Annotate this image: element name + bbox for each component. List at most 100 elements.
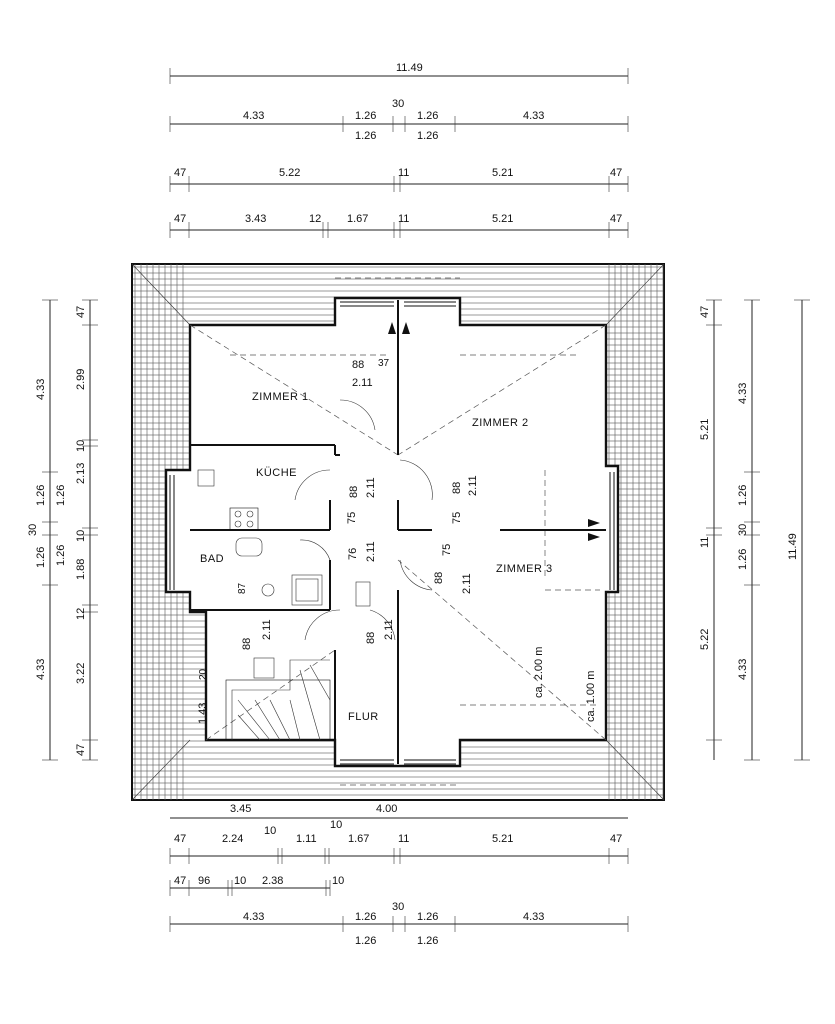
dim-label: 88 [433,572,445,584]
dim-label: 2.24 [222,833,243,845]
dim-label: 5.21 [492,167,513,179]
dim-label: 30 [737,524,749,536]
dim-label: 1.26 [35,547,47,568]
kitchen-fixtures [197,469,259,531]
dim-label: 11 [398,833,409,845]
dim-label: 2.13 [75,463,87,484]
dim-label: 11 [398,213,409,225]
interior-dimensions: 88 2.11 37 88 2.11 75 88 2.11 75 76 2.11… [197,358,597,724]
dim-label: 1.26 [55,485,67,506]
dim-label: 3.45 [230,803,251,815]
bottom-dimension-chain: 3.45 4.00 47 2.24 10 1.11 10 1.67 11 5.2… [169,803,629,947]
dim-label: 4.00 [376,803,397,815]
dim-label: 4.33 [243,110,264,122]
dim-label: 88 [241,638,253,650]
dim-label: 4.33 [35,379,47,400]
dim-label: 11.49 [787,533,799,560]
dim-label: 75 [451,512,463,524]
dim-label: 10 [75,440,87,452]
dim-label: 12 [75,608,87,620]
dim-label: 1.26 [417,935,438,947]
dim-label: 5.22 [699,629,711,650]
dim-label: 1.67 [348,833,369,845]
roof-slope-lines [189,277,607,786]
dim-label: 10 [264,825,276,837]
dim-label: 47 [174,833,186,845]
dim-label: 2.11 [365,477,377,498]
dim-label: 5.22 [279,167,300,179]
dim-label: 47 [174,213,186,225]
room-label-zimmer-3: ZIMMER 3 [496,563,553,575]
dim-label: 12 [309,213,321,225]
dim-label: 76 [347,548,359,560]
dim-label: 4.33 [737,383,749,404]
dim-label: 47 [610,833,622,845]
dim-label: 1.26 [355,130,376,142]
top-dimension-chain: 11.49 4.33 1.26 30 1.26 4.33 1.26 1.26 4… [169,62,629,238]
dim-label: 75 [346,512,358,524]
dim-label: 20 [198,668,209,680]
dim-label: 1.26 [417,130,438,142]
dim-label: 1.26 [417,110,438,122]
room-label-bad: BAD [200,553,224,565]
dim-label: 1.26 [355,110,376,122]
bath-fixtures [235,537,371,607]
dim-label: 1.88 [75,559,87,580]
dim-label: 5.21 [699,419,711,440]
dim-label: 87 [237,582,248,594]
windows [169,301,615,765]
dim-label: 75 [441,544,453,556]
dim-label: ca. 2.00 m [533,647,545,698]
dim-label: 47 [174,167,186,179]
dim-label: 88 [365,632,377,644]
dim-label: 1.26 [737,549,749,570]
dim-label: 47 [75,744,87,756]
dim-label: 47 [699,306,711,318]
dim-label: 47 [174,875,186,887]
dim-label: 2.99 [75,369,87,390]
dim-label: 3.22 [75,663,87,684]
dim-label: 30 [392,901,404,913]
interior-walls [190,300,606,764]
dim-label: 2.11 [261,619,273,640]
dim-label: 88 [352,359,364,371]
dim-label: 1.26 [355,935,376,947]
dim-label: ca. 1.00 m [585,671,597,722]
dim-label: 47 [75,306,87,318]
dim-label: 10 [332,875,344,887]
dim-label: 88 [451,482,463,494]
dim-label: 37 [378,358,390,369]
dim-label: 10 [330,819,342,831]
dim-label: 1.26 [355,911,376,923]
room-label-flur: FLUR [348,711,379,723]
dim-label: 1.43 [197,703,209,724]
dim-label: 3.43 [245,213,266,225]
dim-label: 1.26 [417,911,438,923]
dim-label: 4.33 [243,911,264,923]
dim-label: 4.33 [523,110,544,122]
roof-arrow-icons [388,322,600,541]
dim-label: 10 [234,875,246,887]
dim-label: 5.21 [492,833,513,845]
dim-label: 1.11 [296,833,317,845]
dim-label: 11 [398,167,409,179]
dim-label: 2.11 [352,377,373,389]
door-swings [294,399,433,641]
dim-label: 88 [348,486,360,498]
dim-label: 2.11 [461,573,473,594]
dim-total-width: 11.49 [396,62,423,74]
dim-label: 4.33 [737,659,749,680]
dim-label: 5.21 [492,213,513,225]
room-label-zimmer-2: ZIMMER 2 [472,417,529,429]
room-label-kueche: KÜCHE [256,467,297,479]
dim-label: 2.11 [383,619,395,640]
dim-label: 4.33 [35,659,47,680]
interior-area [164,296,620,768]
dim-label: 96 [198,875,210,887]
dim-label: 47 [610,167,622,179]
dim-label: 2.11 [365,541,377,562]
room-label-zimmer-1: ZIMMER 1 [252,391,309,403]
dim-label: 30 [27,524,39,536]
dim-label: 10 [75,530,87,542]
